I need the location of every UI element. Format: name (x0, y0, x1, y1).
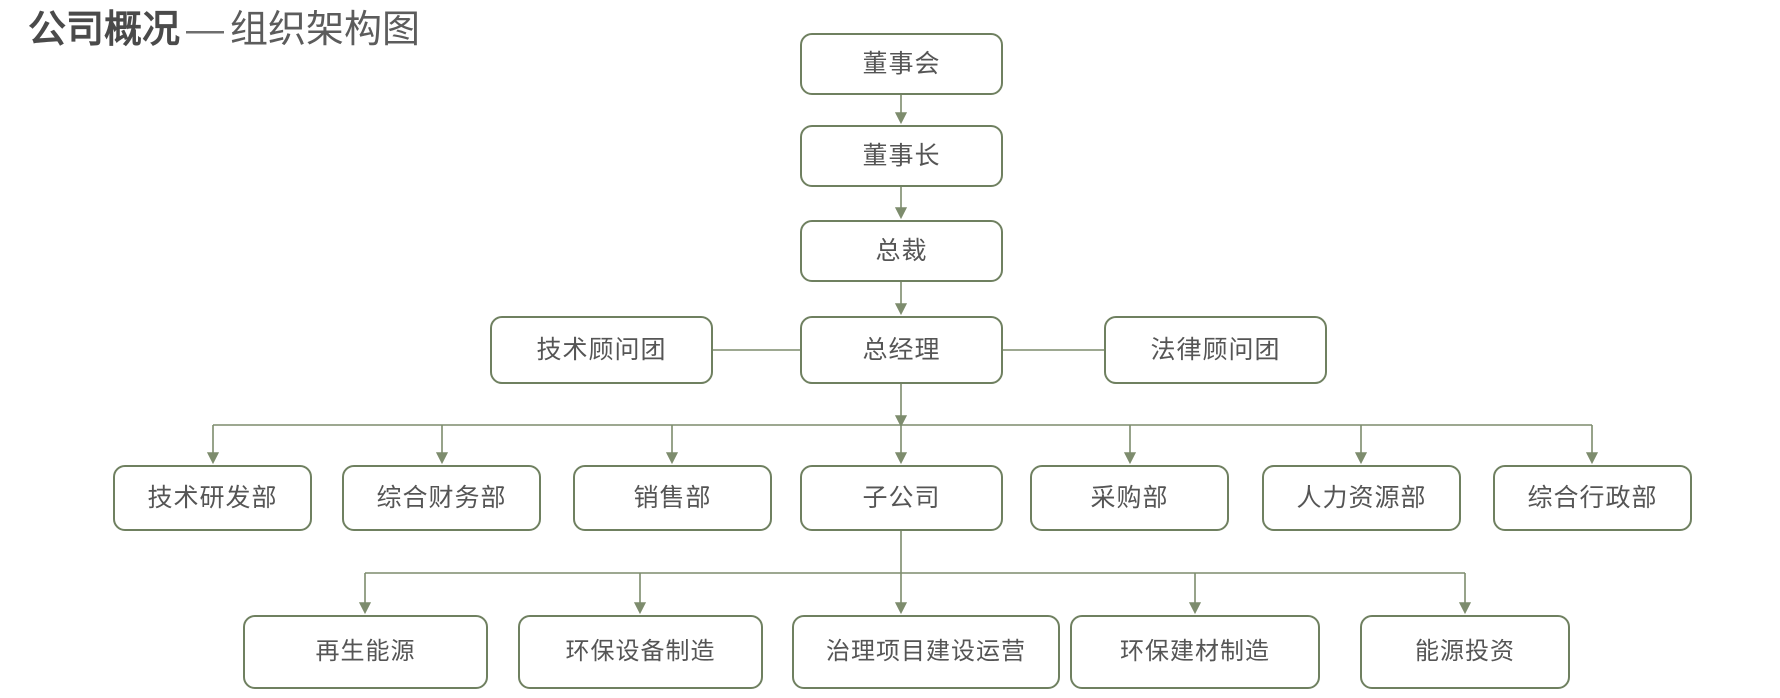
node-sub-renewable-energy[interactable]: 再生能源 (243, 615, 488, 689)
node-president[interactable]: 总裁 (800, 220, 1003, 282)
node-technical-advisory-board-label: 技术顾问团 (536, 335, 667, 364)
node-dept-finance-label: 综合财务部 (376, 483, 507, 512)
node-sub-energy-investment-label: 能源投资 (1415, 638, 1515, 665)
node-legal-advisory-board-label: 法律顾问团 (1150, 335, 1281, 364)
node-legal-advisory-board[interactable]: 法律顾问团 (1104, 316, 1327, 384)
node-dept-administration-label: 综合行政部 (1527, 483, 1658, 512)
node-sub-building-material-label: 环保建材制造 (1120, 638, 1270, 665)
node-subsidiary[interactable]: 子公司 (800, 465, 1003, 531)
node-dept-finance[interactable]: 综合财务部 (342, 465, 541, 531)
node-dept-rd-label: 技术研发部 (147, 483, 278, 512)
node-dept-purchasing-label: 采购部 (1090, 483, 1169, 512)
node-dept-administration[interactable]: 综合行政部 (1493, 465, 1692, 531)
node-dept-sales[interactable]: 销售部 (573, 465, 772, 531)
node-chairman-label: 董事长 (862, 141, 941, 170)
node-dept-purchasing[interactable]: 采购部 (1030, 465, 1229, 531)
node-sub-building-material[interactable]: 环保建材制造 (1070, 615, 1320, 689)
node-sub-treatment-project-label: 治理项目建设运营 (826, 638, 1026, 665)
node-board[interactable]: 董事会 (800, 33, 1003, 95)
node-dept-hr[interactable]: 人力资源部 (1262, 465, 1461, 531)
node-sub-energy-investment[interactable]: 能源投资 (1360, 615, 1570, 689)
node-dept-hr-label: 人力资源部 (1296, 483, 1427, 512)
node-general-manager[interactable]: 总经理 (800, 316, 1003, 384)
node-chairman[interactable]: 董事长 (800, 125, 1003, 187)
node-dept-rd[interactable]: 技术研发部 (113, 465, 312, 531)
node-sub-renewable-energy-label: 再生能源 (315, 638, 416, 665)
page-title-strong: 公司概况 (28, 9, 181, 51)
page-title-dash: — (186, 9, 225, 51)
node-general-manager-label: 总经理 (862, 335, 941, 364)
node-dept-sales-label: 销售部 (633, 483, 712, 512)
node-president-label: 总裁 (875, 236, 928, 265)
node-sub-treatment-project[interactable]: 治理项目建设运营 (792, 615, 1060, 689)
node-sub-environmental-equipment-label: 环保设备制造 (565, 638, 716, 665)
node-board-label: 董事会 (862, 49, 941, 78)
node-technical-advisory-board[interactable]: 技术顾问团 (490, 316, 713, 384)
page-title-rest: 组织架构图 (230, 9, 421, 51)
node-sub-environmental-equipment[interactable]: 环保设备制造 (518, 615, 763, 689)
page-title: 公司概况—组织架构图 (28, 7, 420, 53)
node-subsidiary-label: 子公司 (862, 483, 941, 512)
